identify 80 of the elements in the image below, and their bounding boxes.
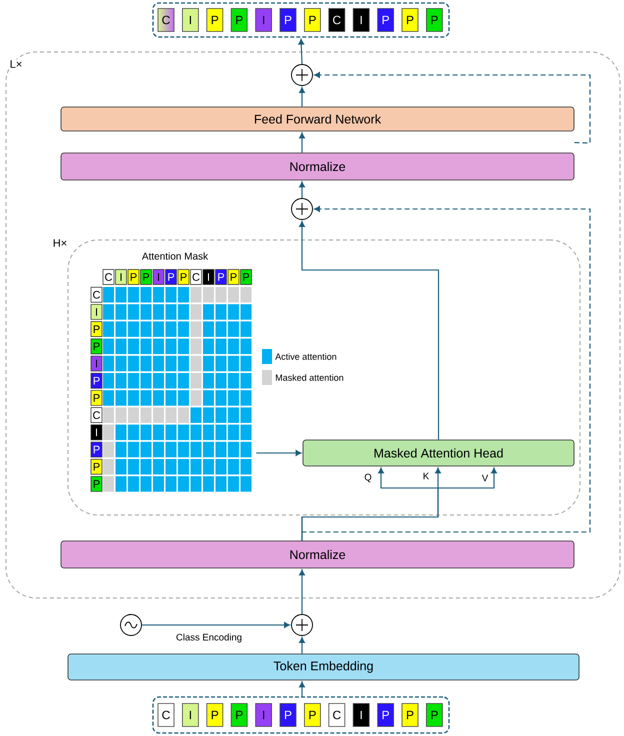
arrow bbox=[299, 682, 305, 696]
token-box: I bbox=[255, 8, 272, 32]
grid-header: I bbox=[90, 356, 102, 372]
token-box: P bbox=[426, 8, 443, 32]
repeat-count: L× bbox=[8, 59, 24, 69]
arrow bbox=[299, 87, 305, 107]
token-box: P bbox=[280, 703, 296, 727]
grid-header: P bbox=[90, 442, 102, 458]
grid-header: P bbox=[228, 269, 240, 285]
token-box: I bbox=[182, 703, 199, 727]
arrow bbox=[299, 570, 305, 614]
token-box: P bbox=[230, 703, 248, 727]
token-box: C bbox=[158, 8, 174, 32]
wave-circle bbox=[120, 614, 142, 636]
token-box: I bbox=[352, 703, 370, 727]
token-box: C bbox=[158, 703, 174, 727]
edge-label: V bbox=[480, 474, 490, 482]
arrow bbox=[256, 450, 302, 456]
token-box: C bbox=[328, 703, 346, 727]
process-box: Masked Attention Head bbox=[302, 440, 574, 466]
legend-label: Active attention bbox=[275, 353, 336, 360]
arrow bbox=[142, 622, 290, 628]
token-box: P bbox=[377, 703, 394, 727]
grid-header: P bbox=[90, 458, 102, 475]
edge-label: K bbox=[422, 472, 430, 480]
process-box: Token Embedding bbox=[68, 654, 580, 680]
grid-header: P bbox=[90, 476, 102, 492]
arrow bbox=[299, 637, 305, 654]
repeat-count: H× bbox=[52, 238, 68, 248]
arrow bbox=[299, 182, 305, 198]
token-box: P bbox=[206, 703, 224, 727]
token-box: I bbox=[352, 8, 370, 32]
grid-header: P bbox=[240, 269, 252, 285]
token-box: C bbox=[328, 8, 346, 32]
grid-header: I bbox=[202, 269, 214, 285]
add-circle bbox=[291, 614, 313, 636]
grid-header: I bbox=[152, 269, 164, 285]
token-box: P bbox=[304, 8, 321, 32]
add-circle bbox=[291, 198, 313, 220]
edge-label: Class Encoding bbox=[175, 632, 243, 644]
token-sequence-box bbox=[152, 2, 450, 38]
grid-header: P bbox=[90, 390, 102, 406]
grid-header: P bbox=[90, 338, 102, 354]
grid-title: Attention Mask bbox=[142, 252, 208, 260]
grid-header: C bbox=[102, 269, 114, 285]
arrow bbox=[314, 72, 591, 144]
legend-label: Masked attention bbox=[276, 374, 344, 381]
grid-header: P bbox=[178, 269, 190, 285]
grid-header: I bbox=[90, 304, 102, 320]
token-box: P bbox=[206, 8, 224, 32]
grid-header: P bbox=[140, 269, 152, 285]
grid-header: C bbox=[90, 407, 102, 423]
grid-header: P bbox=[128, 269, 140, 285]
token-sequence-box bbox=[152, 696, 450, 734]
grid-header: P bbox=[165, 269, 177, 285]
token-box: P bbox=[377, 8, 394, 32]
process-box: Feed Forward Network bbox=[60, 106, 574, 132]
arrow bbox=[299, 132, 305, 153]
arrow bbox=[299, 221, 440, 440]
grid-header: C bbox=[190, 269, 202, 285]
grid-header: P bbox=[90, 372, 102, 389]
grid-header: C bbox=[90, 286, 102, 303]
token-box: P bbox=[426, 703, 443, 727]
add-circle bbox=[291, 64, 313, 86]
arrow bbox=[301, 206, 591, 541]
token-box: P bbox=[304, 703, 321, 727]
token-box: I bbox=[255, 703, 272, 727]
token-box: P bbox=[402, 8, 418, 32]
arrow bbox=[298, 38, 304, 64]
process-box: Normalize bbox=[60, 152, 574, 180]
token-box: P bbox=[230, 8, 248, 32]
token-box: P bbox=[280, 8, 296, 32]
grid-header: I bbox=[115, 269, 127, 285]
edge-label: Q bbox=[363, 472, 373, 484]
grid-header: P bbox=[215, 269, 227, 285]
process-box: Normalize bbox=[60, 540, 574, 568]
grid-header: P bbox=[90, 321, 102, 337]
token-box: P bbox=[402, 703, 418, 727]
token-box: I bbox=[182, 8, 199, 32]
grid-header: I bbox=[90, 424, 102, 440]
